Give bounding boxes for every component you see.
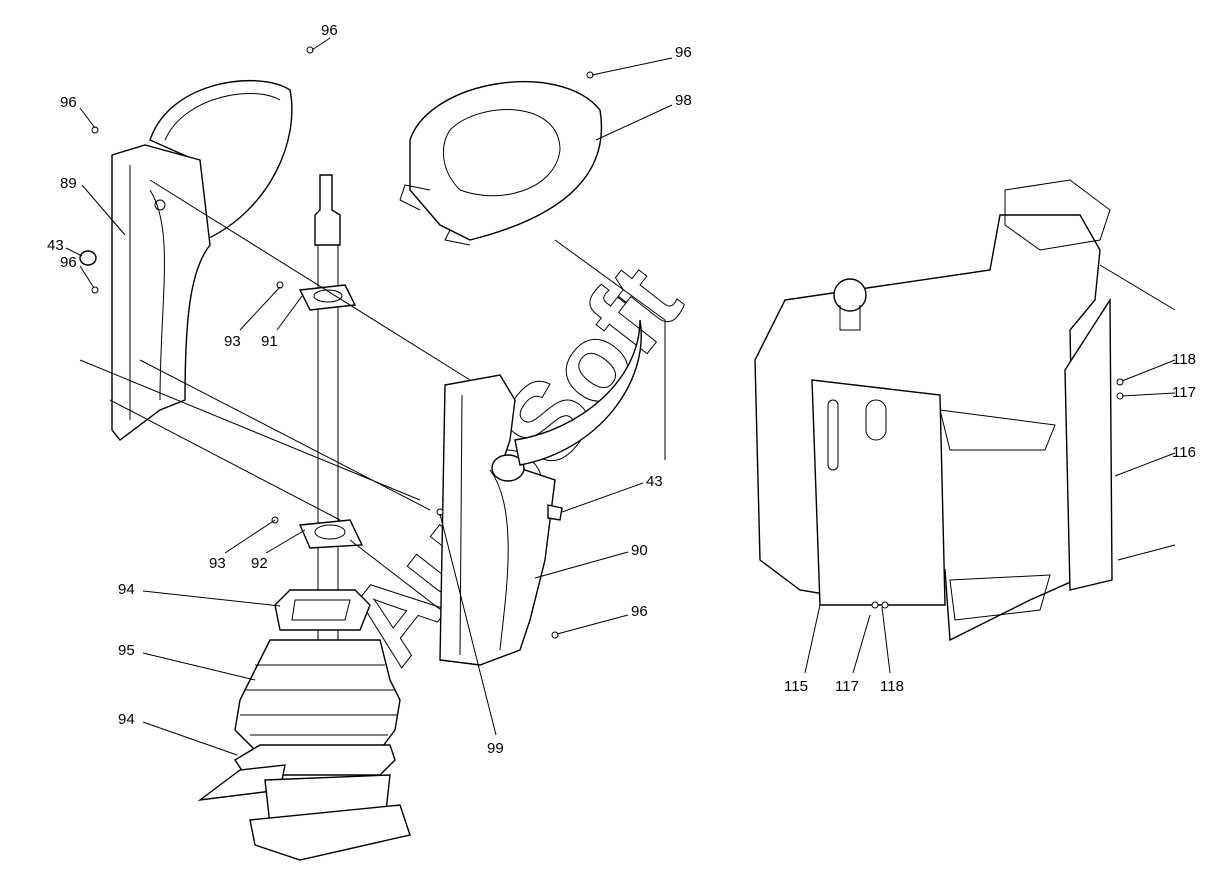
callout-93: 93 [224, 333, 241, 350]
callout-117: 117 [835, 678, 859, 695]
callout-118: 118 [880, 678, 904, 695]
callout-labels: 96 96 89 43 96 93 91 96 98 43 90 96 99 9… [47, 22, 1196, 757]
part-95-boot [234, 639, 401, 751]
callout-95: 95 [118, 642, 135, 659]
callout-96: 96 [60, 254, 77, 271]
callout-91: 91 [261, 333, 278, 350]
callout-118: 118 [1172, 351, 1196, 368]
callout-116: 116 [1172, 444, 1196, 461]
callout-115: 115 [784, 678, 808, 695]
part-43-cap [79, 250, 97, 266]
callout-99: 99 [487, 740, 504, 757]
callout-93: 93 [209, 555, 226, 572]
callout-96: 96 [675, 44, 692, 61]
callout-96: 96 [631, 603, 648, 620]
callout-94: 94 [118, 711, 135, 728]
callout-43: 43 [646, 473, 663, 490]
part-115-panel [811, 379, 946, 606]
joystick-base [197, 764, 411, 861]
callout-89: 89 [60, 175, 77, 192]
callout-94: 94 [118, 581, 135, 598]
part-89-left-housing [111, 79, 293, 441]
callout-98: 98 [675, 92, 692, 109]
control-column-shaft [314, 174, 341, 640]
callout-43: 43 [47, 237, 64, 254]
callout-117: 117 [1172, 384, 1196, 401]
callout-92: 92 [251, 555, 268, 572]
part-116-bracket [1064, 297, 1113, 591]
part-92-clamp [298, 519, 364, 549]
part-98-upper-shroud [399, 81, 603, 246]
callout-90: 90 [631, 542, 648, 559]
part-43-cap-right [547, 504, 563, 521]
part-91-clamp [298, 284, 357, 311]
part-94-upper-ring [274, 589, 371, 631]
part-90-right-housing [439, 319, 642, 666]
callout-96: 96 [60, 94, 77, 111]
callout-leaders [65, 37, 1176, 756]
callout-96: 96 [321, 22, 338, 39]
